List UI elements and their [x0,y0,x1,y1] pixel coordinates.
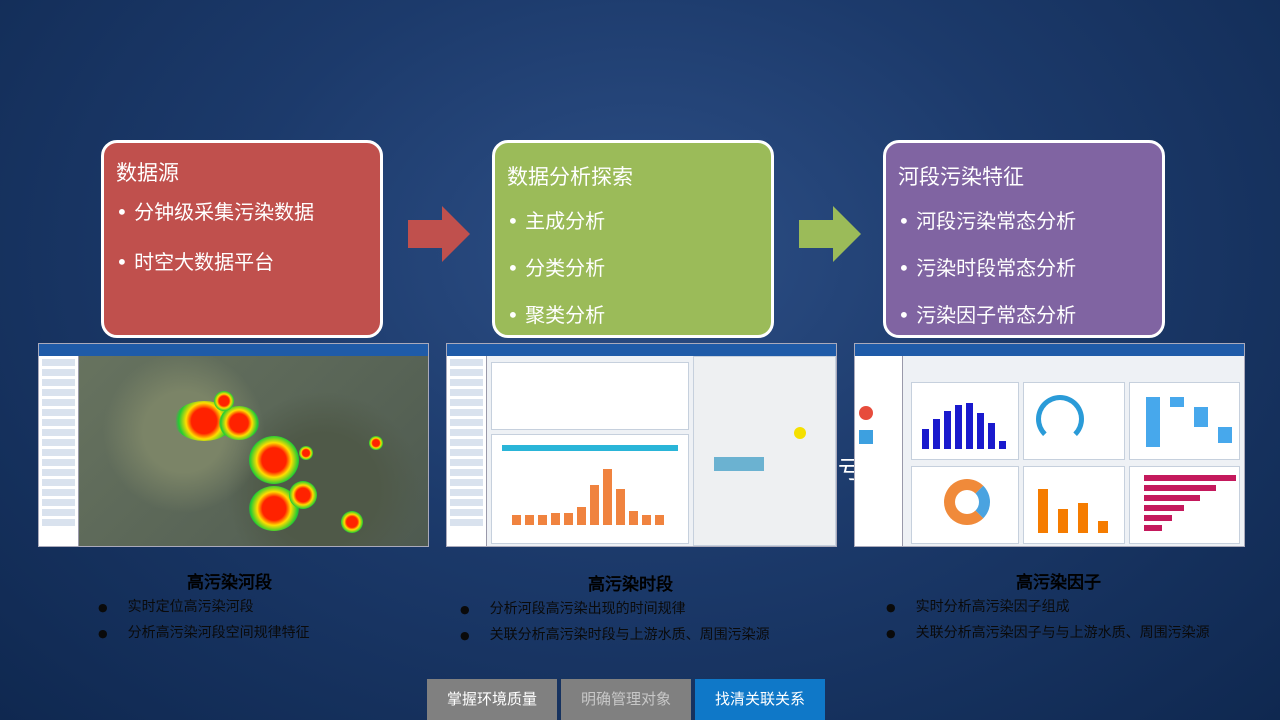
river-map-panel [693,356,836,546]
filter-panel [491,362,689,430]
heatmap-screenshot [38,343,429,547]
satellite-map [79,356,428,546]
caption-item: 实时定位高污染河段 [98,596,310,616]
gauge-panel [1023,382,1125,460]
data-source-box: 数据源 分钟级采集污染数据 时空大数据平台 [101,140,383,338]
bottom-tabs: 掌握环境质量 明确管理对象 找清关联关系 [427,679,825,720]
caption-item: 实时分析高污染因子组成 [886,596,1210,616]
bar-chart-panel [491,434,689,544]
box-item: 时空大数据平台 [116,250,368,274]
tab-correlation[interactable]: 找清关联关系 [695,679,825,720]
arrow-right-icon [408,206,470,262]
caption-item: 分析高污染河段空间规律特征 [98,622,310,642]
caption-item: 分析河段高污染出现的时间规律 [460,598,770,618]
caption-title: 高污染因子 [1016,573,1101,593]
app-nav-bar [855,344,1244,356]
app-sidebar [447,356,487,546]
donut-panel [911,466,1019,544]
factor-dashboard-screenshot [854,343,1245,547]
arrow-right-icon [799,206,861,262]
time-analysis-screenshot [446,343,837,547]
box-item: 污染因子常态分析 [898,299,1150,328]
box-item: 主成分析 [507,205,759,234]
box-item: 河段污染常态分析 [898,205,1150,234]
bar-chart-panel [911,382,1019,460]
column-chart-panel [1023,466,1125,544]
box-title: 数据源 [116,161,179,185]
box-item: 聚类分析 [507,299,759,328]
data-analysis-box: 数据分析探索 主成分析 分类分析 聚类分析 [492,140,774,338]
app-sidebar [39,356,79,546]
box-title: 数据分析探索 [507,165,633,189]
tab-management-objects[interactable]: 明确管理对象 [561,679,691,720]
box-item: 分类分析 [507,252,759,281]
caption-item: 关联分析高污染因子与与上游水质、周围污染源 [886,622,1210,642]
pollution-feature-box: 河段污染特征 河段污染常态分析 污染时段常态分析 污染因子常态分析 [883,140,1165,338]
hbar-panel [1129,466,1240,544]
box-item: 污染时段常态分析 [898,252,1150,281]
tab-environment-quality[interactable]: 掌握环境质量 [427,679,557,720]
caption-title: 高污染河段 [187,573,272,593]
box-title: 河段污染特征 [898,165,1024,189]
app-sidebar [855,356,903,546]
box-item: 分钟级采集污染数据 [116,200,368,224]
waterfall-panel [1129,382,1240,460]
caption-title: 高污染时段 [588,575,673,595]
caption-item: 关联分析高污染时段与上游水质、周围污染源 [460,624,770,644]
app-nav-bar [447,344,836,356]
app-nav-bar [39,344,428,356]
